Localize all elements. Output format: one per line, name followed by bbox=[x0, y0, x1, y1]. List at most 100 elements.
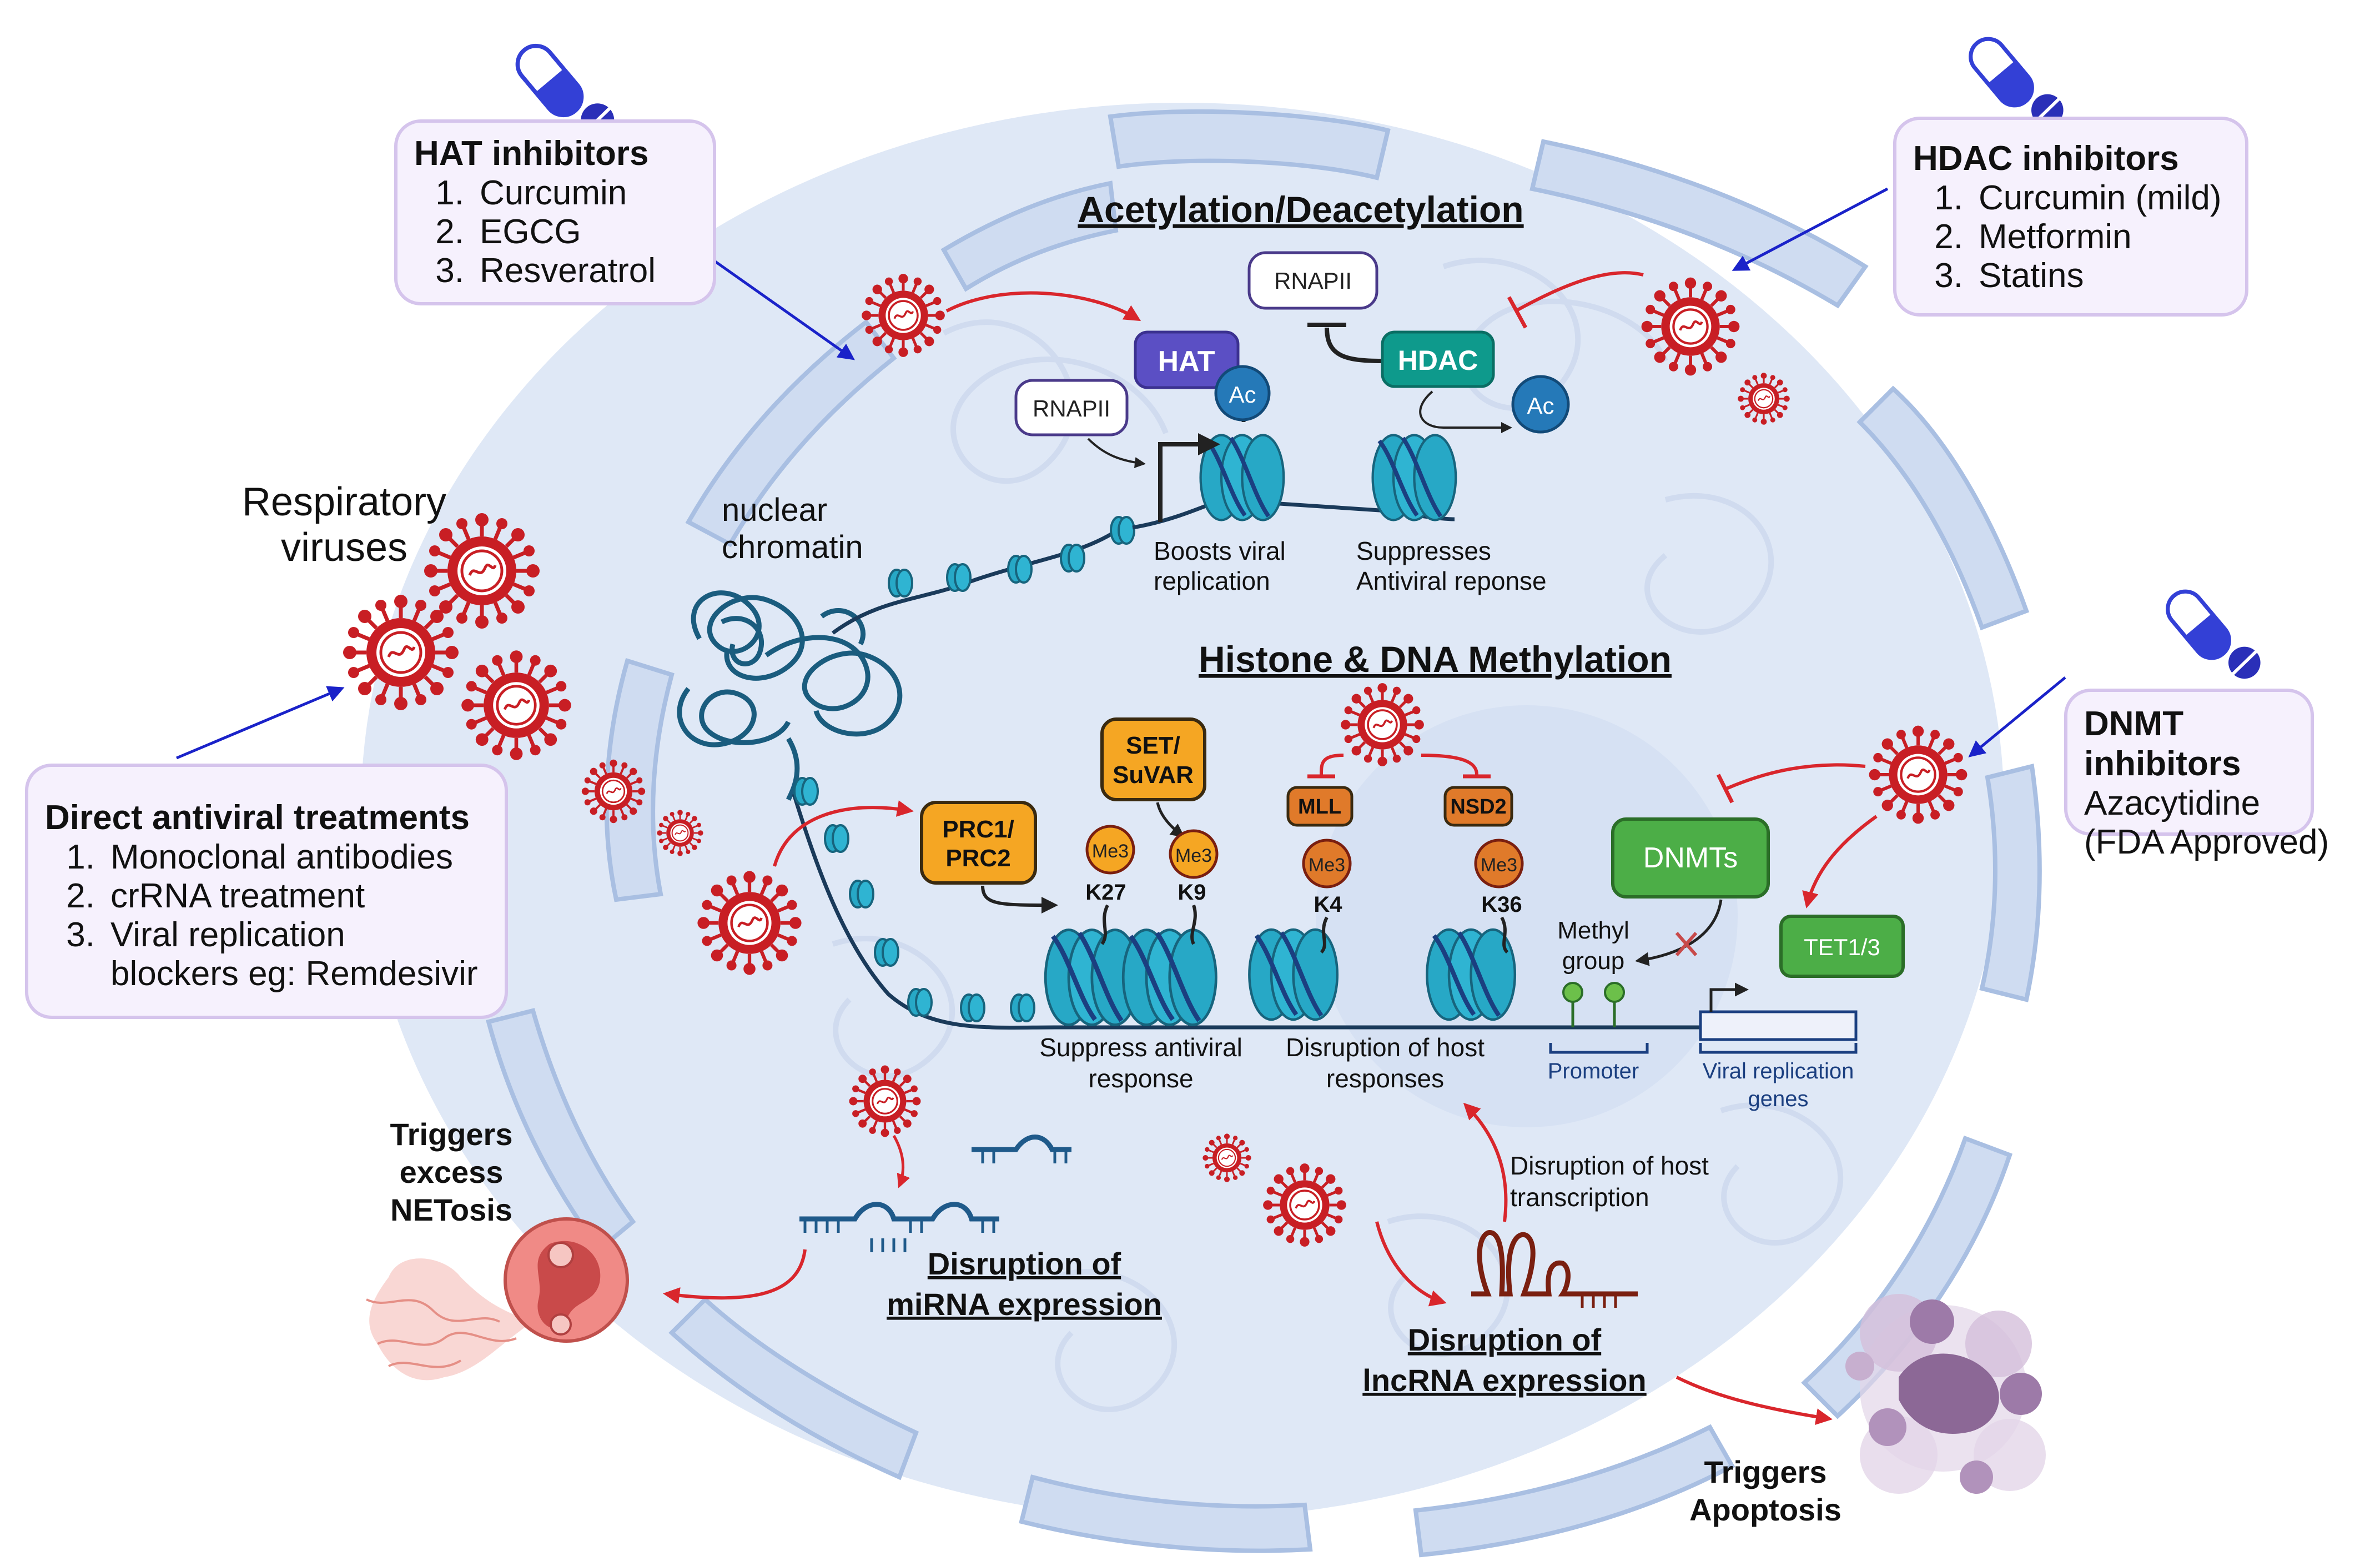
viral-genes-bracket bbox=[1699, 1043, 1858, 1054]
hdac-enzyme bbox=[1381, 330, 1495, 388]
cell-membrane bbox=[486, 109, 2042, 1558]
virus-to-dnmt-inhibit bbox=[1725, 763, 1866, 790]
virus-icon bbox=[343, 595, 459, 710]
viral-genes-label-1: Viral replication bbox=[1703, 1059, 1854, 1083]
respiratory-viruses-label-2: viruses bbox=[281, 525, 407, 570]
rnapii-label-right: RNAPII bbox=[1274, 268, 1352, 294]
dnmt-box-line: Azacytidine bbox=[2084, 784, 2261, 822]
chromatin-tangle bbox=[677, 590, 903, 801]
virus-icon bbox=[1869, 726, 1968, 824]
virus-icon bbox=[461, 650, 571, 760]
lncrna-to-host-arrow bbox=[1463, 1102, 1508, 1222]
nucleosome-small bbox=[960, 993, 985, 1022]
hdac-to-ac-arrow bbox=[1419, 390, 1512, 433]
rnapii-box-left bbox=[1014, 379, 1129, 436]
virus-icon bbox=[424, 513, 540, 629]
prc-label-1: PRC1/ bbox=[942, 816, 1014, 843]
netosis-cell-icon bbox=[366, 1217, 629, 1381]
virus-icon bbox=[580, 758, 647, 825]
rnapii-label-left: RNAPII bbox=[1033, 395, 1110, 421]
netosis-caption-2: excess bbox=[400, 1155, 504, 1189]
nucleosome-k9 bbox=[1123, 930, 1216, 1025]
dnmt-box-title: DNMT inhibitors bbox=[2084, 705, 2241, 783]
hdac-inhibition-line bbox=[1325, 327, 1383, 363]
pill-icon bbox=[2161, 584, 2261, 679]
k27-label: K27 bbox=[1085, 880, 1126, 905]
disruption-host-caption-1: Disruption of host bbox=[1286, 1033, 1485, 1062]
methyl-group-label-2: group bbox=[1562, 947, 1625, 975]
hdac-label: HDAC bbox=[1398, 345, 1478, 376]
chromatin-fiber-lower bbox=[792, 793, 1721, 1030]
methylation-title: Histone & DNA Methylation bbox=[1199, 639, 1672, 680]
k4-label: K4 bbox=[1314, 892, 1342, 917]
methylation-region bbox=[1316, 705, 1738, 1127]
boosts-caption-2: replication bbox=[1154, 566, 1270, 595]
methyl-lollipops bbox=[1562, 982, 1625, 1027]
dnmts-enzyme bbox=[1611, 817, 1770, 899]
prc-arrow bbox=[981, 885, 1058, 914]
apoptosis-caption-2: Apoptosis bbox=[1689, 1492, 1841, 1527]
suppresses-caption-2: Antiviral reponse bbox=[1356, 566, 1547, 595]
viral-gene-block bbox=[1699, 1010, 1858, 1041]
set-arrow bbox=[1156, 802, 1185, 838]
mll-label: MLL bbox=[1298, 795, 1341, 819]
tet-label: TET1/3 bbox=[1804, 934, 1880, 960]
virus-to-tet-arrow bbox=[1802, 815, 1878, 909]
nucleosome-small bbox=[1110, 516, 1135, 545]
antiviral-box-continuation: blockers eg: Remdesivir bbox=[110, 955, 478, 993]
lncrna-strand bbox=[1471, 1230, 1638, 1297]
me3-markers bbox=[1085, 825, 1524, 889]
mll-enzyme bbox=[1286, 786, 1353, 827]
disruption-host-caption-2: responses bbox=[1326, 1064, 1444, 1093]
virus-to-hat-arrow bbox=[945, 291, 1141, 322]
netosis-caption-3: NETosis bbox=[390, 1192, 512, 1227]
nucleosome-small bbox=[1010, 993, 1035, 1022]
pill-icon bbox=[1964, 32, 2064, 126]
dnmt-inhibitors-box: DNMT inhibitors Azacytidine (FDA Approve… bbox=[2064, 689, 2329, 861]
hdac-inhibitors-box: HDAC inhibitors 1.Curcumin (mild) 2.Metf… bbox=[1893, 117, 2248, 317]
virus-to-lncrna-arrow bbox=[1375, 1221, 1447, 1307]
mirna-caption-2: miRNA expression bbox=[887, 1287, 1162, 1322]
dnmt-box-line: (FDA Approved) bbox=[2084, 823, 2329, 861]
nucleosome-small bbox=[824, 824, 849, 853]
set-suvar-complex bbox=[1100, 717, 1206, 801]
suppresses-caption-1: Suppresses bbox=[1356, 536, 1491, 565]
virus-icon bbox=[697, 871, 801, 975]
viral-genes-label-2: genes bbox=[1748, 1087, 1809, 1111]
ac-label: Ac bbox=[1229, 382, 1256, 408]
blocked-cross-icon bbox=[1675, 932, 1698, 956]
hat-box-item: 2.EGCG bbox=[435, 213, 581, 251]
nucleosome-small bbox=[888, 569, 913, 598]
antiviral-box-item: 3.Viral replication bbox=[66, 916, 345, 954]
mirna-caption-1: Disruption of bbox=[928, 1246, 1121, 1281]
promoter-label: Promoter bbox=[1548, 1059, 1639, 1083]
lncrna-caption-2: lncRNA expression bbox=[1362, 1363, 1646, 1398]
virus-to-prc-arrow bbox=[773, 800, 914, 867]
hdac-box-item: 3.Statins bbox=[1934, 257, 2084, 295]
virus-to-mll-inhibit bbox=[1320, 754, 1344, 775]
nucleosome-small bbox=[874, 938, 899, 967]
k36-label: K36 bbox=[1481, 892, 1522, 917]
virus-icon bbox=[1263, 1163, 1346, 1247]
mirna-ticks bbox=[803, 1150, 1068, 1252]
nuclear-chromatin-label-1: nuclear bbox=[722, 492, 827, 528]
nucleosome-small bbox=[907, 988, 933, 1017]
set-label-1: SET/ bbox=[1126, 732, 1180, 759]
gene-tss-arrow bbox=[1709, 982, 1749, 1012]
nucleosome-small bbox=[1007, 555, 1033, 584]
suppress-antiviral-caption-2: response bbox=[1088, 1064, 1193, 1093]
antiviral-box-item: 1.Monoclonal antibodies bbox=[66, 838, 453, 876]
antiviral-box-item: 2.crRNA treatment bbox=[66, 877, 365, 915]
virus-icon bbox=[656, 809, 704, 857]
inhibition-bar-red bbox=[1507, 296, 1528, 329]
inhibition-bar-dnmt bbox=[1716, 774, 1734, 804]
hdac-box-item: 1.Curcumin (mild) bbox=[1934, 179, 2222, 217]
rnapii-arrow bbox=[1087, 438, 1146, 468]
nuclear-chromatin-label-2: chromatin bbox=[722, 529, 863, 565]
apoptosis-caption-1: Triggers bbox=[1704, 1454, 1827, 1489]
dnmts-label: DNMTs bbox=[1643, 842, 1738, 874]
nucleosome-k36 bbox=[1427, 930, 1514, 1020]
hat-box-item: 1.Curcumin bbox=[435, 174, 627, 212]
